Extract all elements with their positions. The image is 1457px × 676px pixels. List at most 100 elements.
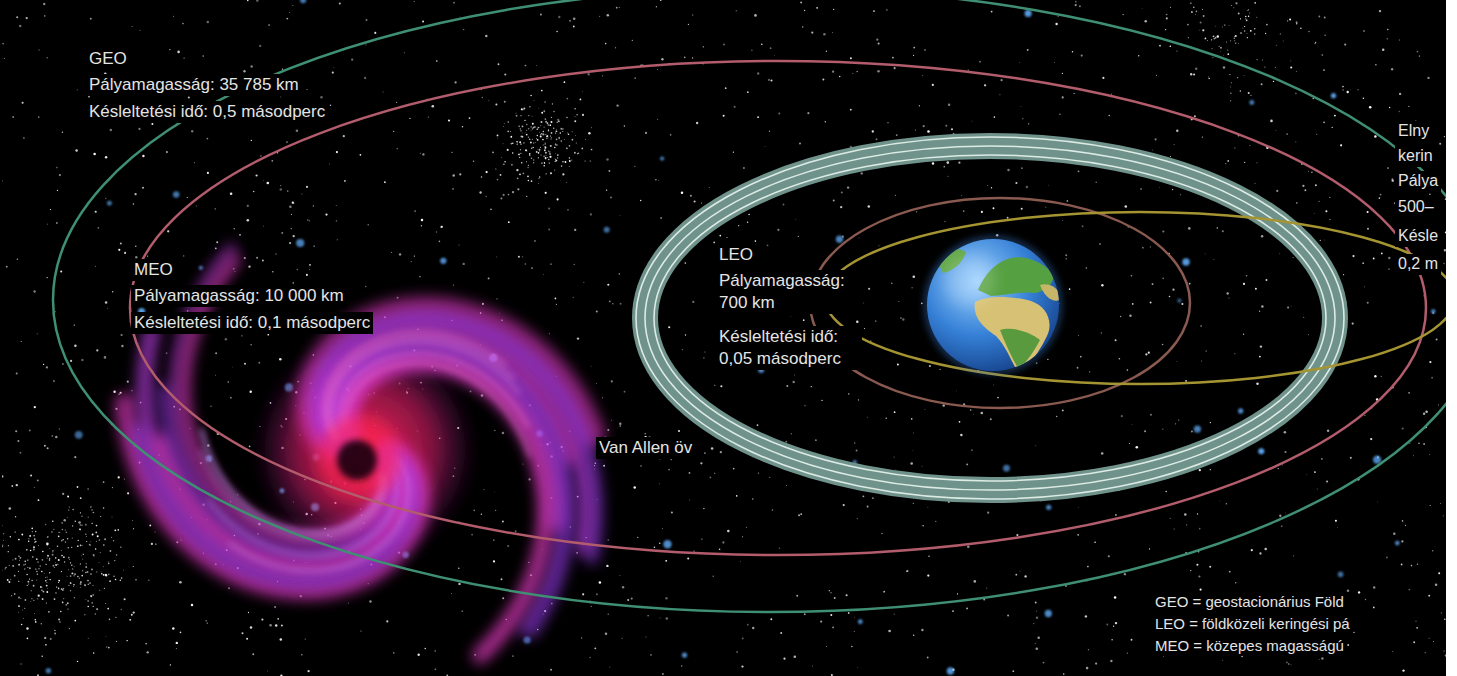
star: [713, 242, 715, 244]
star: [1405, 525, 1406, 526]
star: [216, 241, 218, 243]
star: [1229, 571, 1231, 573]
star: [1381, 376, 1383, 378]
star: [1387, 38, 1388, 39]
star: [1141, 8, 1143, 10]
star: [1213, 259, 1214, 260]
star: [59, 621, 61, 623]
star: [434, 650, 436, 652]
star: [47, 277, 48, 278]
star: [944, 221, 946, 223]
star: [793, 374, 795, 376]
star: [1443, 263, 1444, 264]
star: [1413, 641, 1415, 643]
star: [267, 670, 269, 672]
star: [172, 627, 174, 629]
star: [22, 102, 24, 104]
star: [1026, 186, 1029, 189]
star: [556, 129, 557, 130]
star: [1144, 430, 1146, 432]
star: [619, 425, 620, 426]
star: [645, 636, 646, 637]
star: [556, 144, 558, 146]
star: [574, 152, 575, 153]
star: [1279, 253, 1281, 255]
star: [872, 497, 874, 499]
star: [61, 571, 62, 572]
star: [1186, 524, 1188, 526]
star: [68, 585, 69, 586]
star: [10, 536, 11, 537]
star: [1287, 307, 1289, 309]
star: [62, 493, 64, 495]
star: [1176, 361, 1178, 363]
star: [439, 241, 441, 243]
star: [533, 162, 534, 163]
star: [547, 137, 549, 139]
star: [1089, 371, 1090, 372]
star: [1266, 24, 1268, 26]
star: [785, 441, 787, 443]
star: [1290, 305, 1292, 307]
star: [1225, 163, 1226, 164]
star: [847, 186, 849, 188]
star: [527, 175, 529, 177]
star: [26, 549, 28, 551]
star: [822, 78, 824, 80]
star: [459, 173, 461, 175]
star: [64, 529, 66, 531]
star: [574, 120, 576, 122]
star: [1373, 607, 1375, 609]
star: [543, 110, 545, 112]
star: [53, 380, 55, 382]
star: [945, 125, 947, 127]
star: [913, 503, 914, 504]
star: [1228, 297, 1230, 299]
star: [63, 598, 64, 599]
star: [566, 132, 568, 134]
star: [621, 638, 622, 639]
star: [655, 179, 657, 181]
star: [280, 185, 281, 186]
star: [80, 524, 81, 525]
star: [520, 130, 521, 131]
star: [253, 191, 255, 193]
star: [1062, 409, 1064, 411]
star: [1173, 528, 1175, 530]
star: [927, 574, 929, 576]
star: [17, 440, 19, 442]
star: [113, 575, 115, 577]
star: [422, 153, 424, 155]
star: [1081, 55, 1083, 57]
star: [14, 593, 16, 595]
star: [55, 436, 57, 438]
star: [64, 561, 65, 562]
star: [1295, 92, 1297, 94]
star: [548, 229, 550, 231]
star: [52, 435, 53, 436]
star: [545, 148, 546, 149]
star: [1313, 98, 1314, 99]
star: [768, 79, 770, 81]
star: [1115, 622, 1117, 624]
star: [1411, 565, 1413, 567]
star: [957, 593, 958, 594]
star: [1180, 194, 1182, 196]
star: [77, 89, 78, 90]
star: [124, 598, 126, 600]
star: [95, 211, 97, 213]
star: [932, 84, 934, 86]
star: [1349, 89, 1351, 91]
star: [215, 374, 217, 376]
star: [1325, 210, 1327, 212]
star: [533, 127, 535, 129]
star: [1408, 392, 1410, 394]
star: [17, 258, 18, 259]
star: [551, 132, 553, 134]
star: [247, 205, 249, 207]
star: [1201, 360, 1203, 362]
star: [495, 168, 496, 169]
star: [194, 162, 196, 164]
star: [45, 577, 46, 578]
star: [1199, 528, 1201, 530]
